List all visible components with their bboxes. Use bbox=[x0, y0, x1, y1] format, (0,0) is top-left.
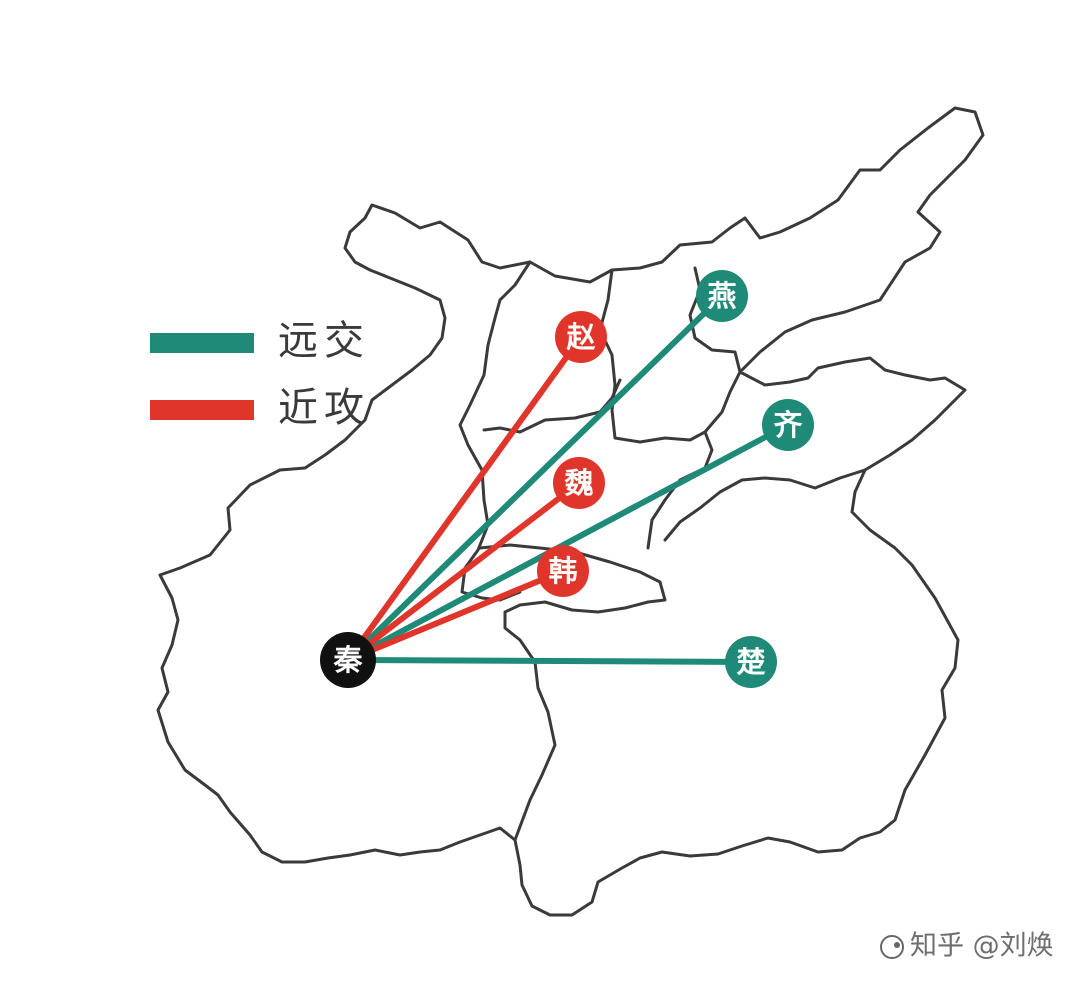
state-label-yan: 燕 bbox=[707, 279, 736, 313]
state-marker-yan: 燕 bbox=[696, 270, 748, 322]
state-marker-zhao: 赵 bbox=[555, 311, 607, 363]
route-line-chu bbox=[345, 657, 754, 665]
border-yan-qi bbox=[688, 266, 742, 434]
origin-circle-qin bbox=[320, 632, 376, 688]
watermark-logo-icon bbox=[880, 935, 904, 959]
route-line-han bbox=[345, 568, 566, 663]
state-label-qi: 齐 bbox=[773, 408, 803, 442]
watermark-text: 知乎 @刘焕 bbox=[910, 931, 1054, 962]
map-borders bbox=[156, 106, 985, 917]
route-line-yan bbox=[345, 293, 725, 663]
border-qi-chu bbox=[663, 468, 867, 542]
state-marker-chu: 楚 bbox=[725, 636, 777, 688]
watermark: 知乎 @刘焕 bbox=[880, 931, 1054, 962]
state-circle-yan bbox=[696, 270, 748, 322]
state-circle-chu bbox=[725, 636, 777, 688]
state-marker-qi: 齐 bbox=[762, 399, 814, 451]
state-label-zhao: 赵 bbox=[565, 320, 596, 354]
legend-label-far-ally: 远交 bbox=[278, 318, 370, 364]
legend: 远交 近攻 bbox=[150, 318, 370, 431]
watermark-logo-dot bbox=[894, 942, 900, 948]
legend-swatch-near-attack bbox=[150, 400, 254, 420]
routes-layer bbox=[345, 293, 791, 665]
state-circle-zhao bbox=[555, 311, 607, 363]
origin-label: 秦 bbox=[332, 643, 363, 677]
border-zhao-yan bbox=[598, 268, 707, 444]
border-qin-zhao bbox=[458, 260, 532, 502]
state-circle-wei bbox=[553, 457, 605, 509]
border-chu-west bbox=[503, 603, 557, 842]
border-wei-qi bbox=[646, 430, 714, 550]
state-label-han: 韩 bbox=[548, 554, 577, 588]
border-yellow-river bbox=[482, 378, 622, 434]
route-line-wei bbox=[345, 480, 582, 663]
state-marker-han: 韩 bbox=[537, 545, 589, 597]
state-circle-han bbox=[537, 545, 589, 597]
legend-label-near-attack: 近攻 bbox=[278, 385, 370, 431]
legend-swatch-far-ally bbox=[150, 333, 254, 353]
map-outline bbox=[156, 106, 985, 917]
route-line-qi bbox=[345, 422, 791, 663]
state-circle-qi bbox=[762, 399, 814, 451]
origin-marker: 秦 bbox=[320, 632, 376, 688]
border-han-south bbox=[478, 543, 667, 614]
state-label-chu: 楚 bbox=[736, 645, 765, 679]
route-line-zhao bbox=[345, 334, 584, 663]
state-label-wei: 魏 bbox=[564, 466, 593, 500]
state-marker-wei: 魏 bbox=[553, 457, 605, 509]
